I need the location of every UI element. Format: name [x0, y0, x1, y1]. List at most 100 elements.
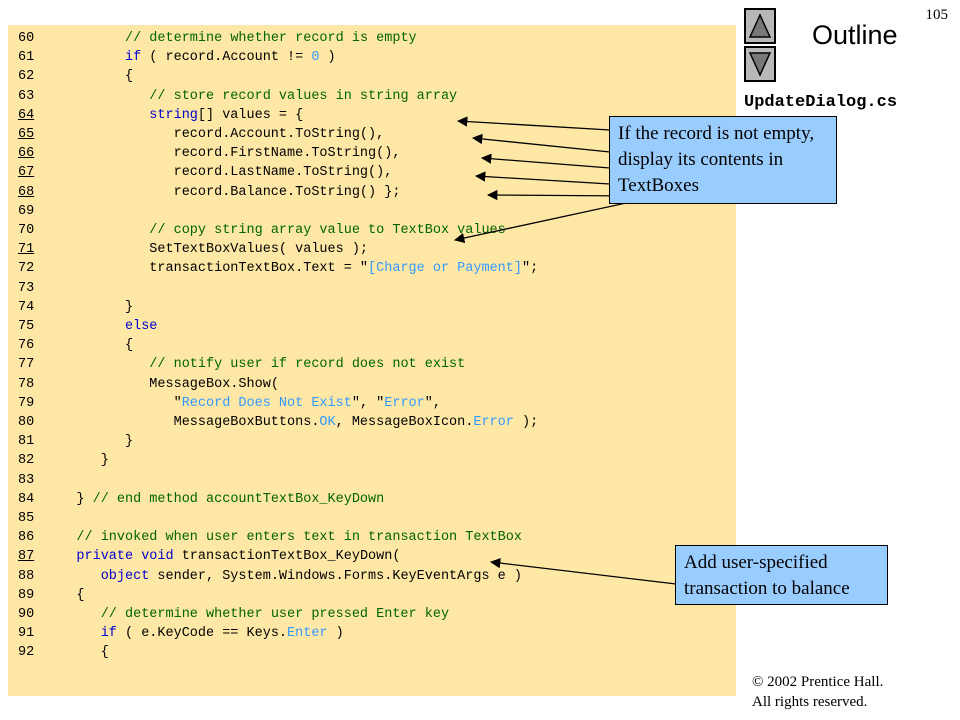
code-token: // copy string array value to TextBox va…	[149, 223, 506, 238]
line-number: 80	[18, 415, 35, 430]
line-number: 69	[18, 203, 35, 219]
line-number: 73	[18, 280, 35, 296]
code-token: record.Balance.ToString() };	[173, 184, 401, 200]
code-text: string[] values = {	[149, 106, 303, 125]
code-text: }	[125, 432, 133, 451]
code-token: ",	[424, 395, 441, 411]
line-number: 75	[18, 319, 35, 334]
code-token: // determine whether user pressed Enter …	[100, 607, 450, 622]
code-token: transactionTextBox.Text = "	[149, 261, 369, 277]
code-token: ( record.Account !=	[141, 50, 312, 66]
line-number: 72	[18, 261, 35, 277]
code-token: SetTextBoxValues( values );	[149, 242, 369, 258]
code-token: OK	[319, 415, 336, 430]
line-number: 84	[18, 491, 35, 507]
code-text: transactionTextBox.Text = "[Charge or Pa…	[149, 259, 538, 278]
line-number: 90	[18, 607, 35, 622]
code-text: SetTextBoxValues( values );	[149, 240, 368, 259]
line-number: 86	[18, 530, 35, 546]
code-token: if	[125, 50, 142, 66]
line-number: 81	[18, 434, 35, 450]
line-number: 70	[18, 223, 35, 238]
code-text: else	[125, 317, 157, 336]
next-slide-button[interactable]	[744, 46, 776, 82]
code-token: // invoked when user enters text in tran…	[76, 530, 522, 546]
line-number: 87	[18, 549, 35, 565]
line-number: 65	[18, 127, 35, 142]
code-text: if ( e.KeyCode == Keys.Enter )	[101, 624, 344, 643]
code-token: string	[149, 107, 198, 123]
code-token: sender, System.Windows.Forms.KeyEventArg…	[149, 568, 522, 584]
line-number: 62	[18, 69, 35, 85]
code-token: // notify user if record does not exist	[149, 357, 466, 373]
code-token: MessageBoxButtons.	[173, 415, 320, 430]
code-text: record.LastName.ToString(),	[174, 163, 393, 182]
code-text: private void transactionTextBox_KeyDown(	[76, 547, 400, 566]
code-text: // determine whether user pressed Enter …	[101, 605, 449, 624]
code-text: {	[125, 336, 133, 355]
code-token: record.FirstName.ToString(),	[173, 146, 401, 162]
code-token: {	[125, 69, 134, 85]
line-number: 68	[18, 184, 35, 200]
code-token: )	[327, 626, 344, 642]
code-token: {	[76, 587, 85, 603]
code-token: {	[125, 338, 134, 354]
triangle-up-icon	[748, 13, 772, 38]
code-text: // notify user if record does not exist	[149, 355, 465, 374]
code-token: }	[100, 453, 109, 469]
code-token: , MessageBoxIcon.	[335, 415, 474, 430]
code-text: // store record values in string array	[149, 87, 457, 106]
line-number: 76	[18, 338, 35, 354]
code-token: MessageBox.Show(	[149, 376, 279, 392]
code-token: Error	[473, 415, 514, 430]
code-token: record.LastName.ToString(),	[173, 165, 393, 181]
code-token: [Charge or Payment]	[368, 261, 522, 277]
line-number: 64	[18, 107, 35, 123]
code-token: }	[125, 299, 134, 315]
code-text: {	[101, 643, 109, 662]
code-token: );	[513, 415, 539, 430]
code-token: Error	[384, 395, 425, 411]
code-text: "Record Does Not Exist", "Error",	[174, 394, 441, 413]
code-token: }	[76, 491, 93, 507]
code-token: ( e.KeyCode == Keys.	[116, 626, 288, 642]
code-token: if	[100, 626, 117, 642]
code-token: }	[125, 434, 134, 450]
code-token: ", "	[351, 395, 385, 411]
copyright-line: All rights reserved.	[752, 694, 868, 710]
line-number: 66	[18, 146, 35, 162]
line-number: 79	[18, 395, 35, 411]
line-number: 88	[18, 568, 35, 584]
code-text: }	[101, 451, 109, 470]
code-text: // copy string array value to TextBox va…	[149, 221, 505, 240]
page-number: 105	[925, 7, 949, 23]
callout-transaction: Add user-specified transaction to balanc…	[675, 545, 888, 605]
code-token: // determine whether record is empty	[125, 31, 417, 46]
previous-slide-button[interactable]	[744, 8, 776, 44]
code-text: MessageBox.Show(	[149, 375, 279, 394]
code-token: )	[319, 50, 336, 66]
line-number: 61	[18, 50, 35, 66]
triangle-down-icon	[748, 52, 772, 77]
line-number: 60	[18, 31, 35, 46]
code-token: record.Account.ToString(),	[173, 127, 385, 142]
line-number: 91	[18, 626, 35, 642]
code-text: {	[125, 67, 133, 86]
line-number: 67	[18, 165, 35, 181]
code-text: record.FirstName.ToString(),	[174, 144, 401, 163]
code-text: if ( record.Account != 0 )	[125, 48, 336, 67]
code-text: MessageBoxButtons.OK, MessageBoxIcon.Err…	[174, 413, 539, 432]
line-number: 77	[18, 357, 35, 373]
line-number: 83	[18, 472, 35, 488]
code-text: object sender, System.Windows.Forms.KeyE…	[101, 567, 522, 586]
code-text: }	[125, 298, 133, 317]
code-text: // invoked when user enters text in tran…	[76, 528, 522, 547]
outline-title: Outline	[812, 20, 898, 50]
code-text: // determine whether record is empty	[125, 29, 417, 48]
line-number: 78	[18, 376, 35, 392]
code-token: 0	[311, 50, 320, 66]
line-number: 74	[18, 299, 35, 315]
line-number: 71	[18, 242, 35, 258]
line-number: 85	[18, 511, 35, 526]
code-token: Record Does Not Exist	[181, 395, 352, 411]
